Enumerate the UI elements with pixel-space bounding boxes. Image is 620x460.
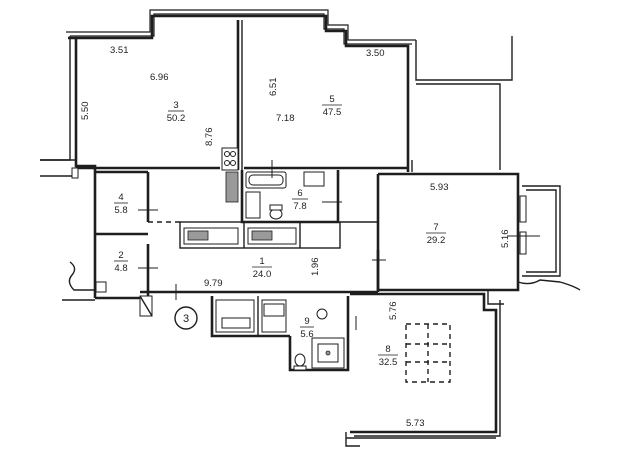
dim-room7-right: 5.16: [500, 230, 511, 249]
room-4-label: 4 5.8: [114, 192, 128, 216]
svg-text:47.5: 47.5: [323, 107, 342, 118]
dim-room8-bottom: 5.73: [406, 418, 425, 429]
svg-text:1: 1: [259, 256, 264, 267]
dim-room3-right: 8.76: [204, 128, 215, 147]
room-9-label: 9 5.6: [300, 316, 314, 340]
dim-hall-length: 9.79: [204, 278, 223, 289]
stove-icon: [221, 147, 239, 171]
room-7-label: 7 29.2: [426, 222, 446, 246]
interior-walls: [76, 20, 408, 372]
dim-room5-inner: 7.18: [276, 113, 295, 124]
outer-walls: [40, 9, 581, 447]
apartment-marker: 3: [174, 306, 198, 330]
svg-text:24.0: 24.0: [253, 269, 272, 280]
dim-hall-width: 1.96: [310, 258, 321, 277]
dim-room3-diag: 6.96: [150, 72, 169, 83]
svg-text:4.8: 4.8: [114, 263, 127, 274]
svg-text:2: 2: [118, 250, 123, 261]
dim-room7-top: 5.93: [430, 182, 449, 193]
room-3-label: 3 50.2: [167, 100, 186, 124]
dim-room8-left: 5.76: [388, 302, 399, 321]
svg-text:6: 6: [297, 188, 302, 199]
svg-text:29.2: 29.2: [427, 235, 446, 246]
apartment-number: 3: [183, 313, 189, 325]
room-8-label: 8 32.5: [378, 344, 398, 368]
fixtures: [95, 147, 451, 383]
svg-text:5.8: 5.8: [114, 205, 127, 216]
windows: [71, 160, 540, 330]
dimension-labels: 3.51 6.96 5.50 8.76 6.51 7.18 3.50 5.93 …: [80, 45, 511, 429]
svg-text:7: 7: [433, 222, 438, 233]
room-1-label: 1 24.0: [252, 256, 272, 280]
svg-text:7.8: 7.8: [293, 201, 306, 212]
svg-text:9: 9: [304, 316, 309, 327]
room-5-label: 5 47.5: [322, 94, 342, 118]
dim-room5-top: 3.50: [366, 48, 385, 59]
dim-room3-left: 5.50: [80, 102, 91, 121]
svg-text:4: 4: [118, 192, 123, 203]
svg-text:32.5: 32.5: [379, 357, 398, 368]
room-2-label: 2 4.8: [114, 250, 128, 274]
svg-text:5.6: 5.6: [300, 329, 313, 340]
room-6-label: 6 7.8: [292, 188, 308, 212]
svg-text:3: 3: [173, 100, 178, 111]
dim-room3-top: 3.51: [110, 45, 129, 56]
svg-text:8: 8: [385, 344, 390, 355]
svg-text:5: 5: [329, 94, 334, 105]
svg-text:50.2: 50.2: [167, 113, 186, 124]
room-labels: 3 50.2 5 47.5 4 5.8 6 7.8 7 29.2 2 4.8: [114, 94, 446, 368]
dim-room5-left: 6.51: [268, 78, 279, 97]
